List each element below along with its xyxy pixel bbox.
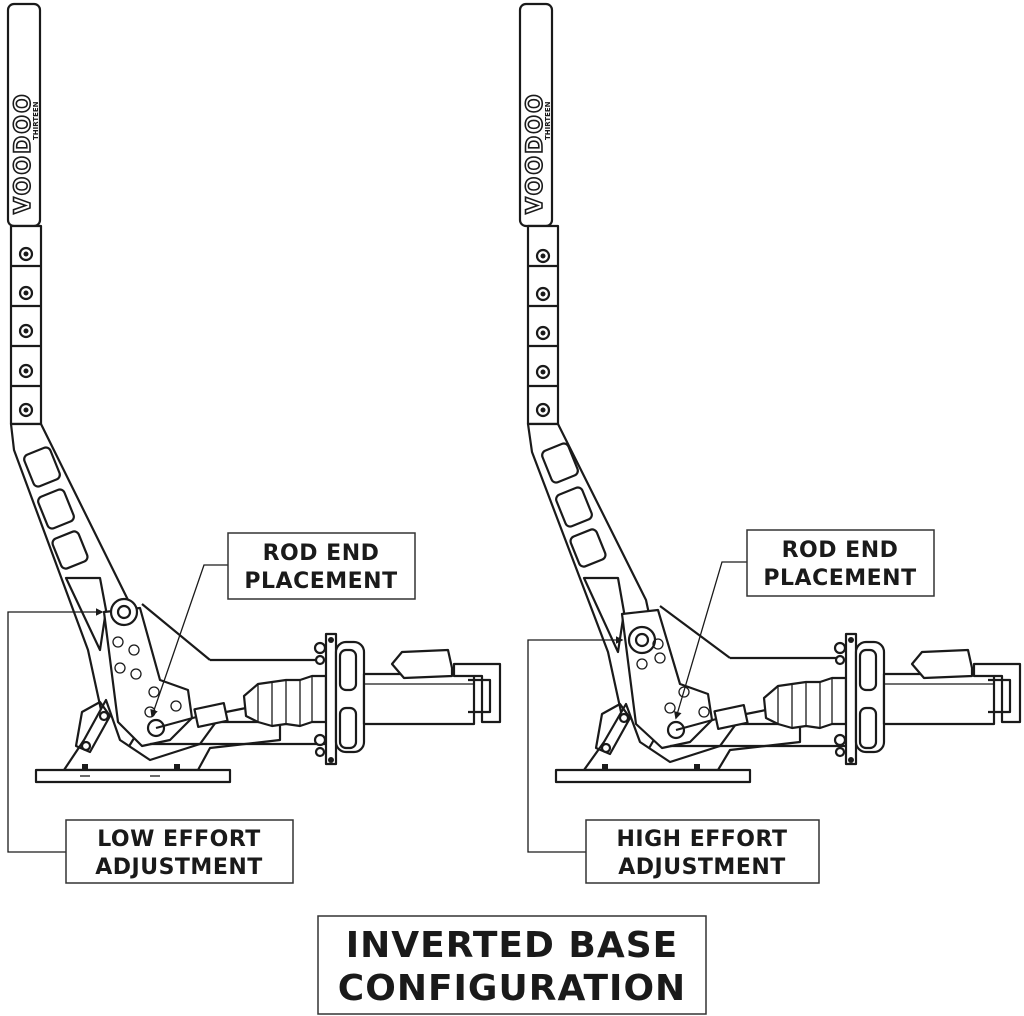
left-effort-label: LOW EFFORT ADJUSTMENT xyxy=(65,819,294,884)
right-rod-end-label: ROD END PLACEMENT xyxy=(746,529,935,597)
left-rod-end-line2: PLACEMENT xyxy=(244,569,397,594)
right-base-bracket xyxy=(554,605,850,784)
right-effort-line1: HIGH EFFORT xyxy=(617,827,788,852)
title-line1: INVERTED BASE xyxy=(346,925,678,966)
right-handbrake-assembly: VOODOO THIRTEEN xyxy=(518,2,1022,784)
right-mount-flange xyxy=(833,632,886,766)
left-effort-line1: LOW EFFORT xyxy=(97,827,261,852)
right-lever-shaft xyxy=(526,224,560,426)
left-effort-line2: ADJUSTMENT xyxy=(95,855,263,880)
left-base-bracket xyxy=(34,603,330,784)
right-handle-grip: VOODOO THIRTEEN xyxy=(518,2,554,228)
left-handle-grip: VOODOO THIRTEEN xyxy=(6,2,42,228)
right-effort-line2: ADJUSTMENT xyxy=(618,855,786,880)
right-rod-end-line2: PLACEMENT xyxy=(763,566,916,591)
right-pushrod-boot xyxy=(675,676,848,732)
diagram-title: INVERTED BASE CONFIGURATION xyxy=(317,915,707,1015)
right-master-cylinder xyxy=(882,648,1022,726)
right-pivot-plate xyxy=(620,608,714,750)
right-adjust-hole xyxy=(678,686,690,698)
left-handle-brand: VOODOO xyxy=(11,92,36,214)
left-handle-brand-sub: THIRTEEN xyxy=(32,101,40,140)
right-handle-brand-sub: THIRTEEN xyxy=(544,101,552,140)
left-rod-end-leader xyxy=(150,564,228,718)
left-lever-shaft xyxy=(9,224,43,426)
title-line2: CONFIGURATION xyxy=(338,968,686,1009)
left-rod-end-label: ROD END PLACEMENT xyxy=(227,532,416,600)
right-rod-end-line1: ROD END xyxy=(782,538,899,563)
left-rod-end-line1: ROD END xyxy=(263,541,380,566)
left-pivot-plate xyxy=(102,597,194,748)
left-master-cylinder xyxy=(362,648,502,726)
right-effort-label: HIGH EFFORT ADJUSTMENT xyxy=(585,819,820,884)
right-rod-end-leader xyxy=(674,561,747,720)
left-pushrod-boot xyxy=(155,674,328,730)
right-handle-brand: VOODOO xyxy=(523,92,548,214)
left-mount-flange xyxy=(313,632,366,766)
right-effort-leader xyxy=(527,636,624,853)
left-effort-leader xyxy=(7,608,104,853)
left-handbrake-assembly: VOODOO THIRTEEN xyxy=(6,2,502,784)
left-adjust-hole xyxy=(112,636,124,648)
